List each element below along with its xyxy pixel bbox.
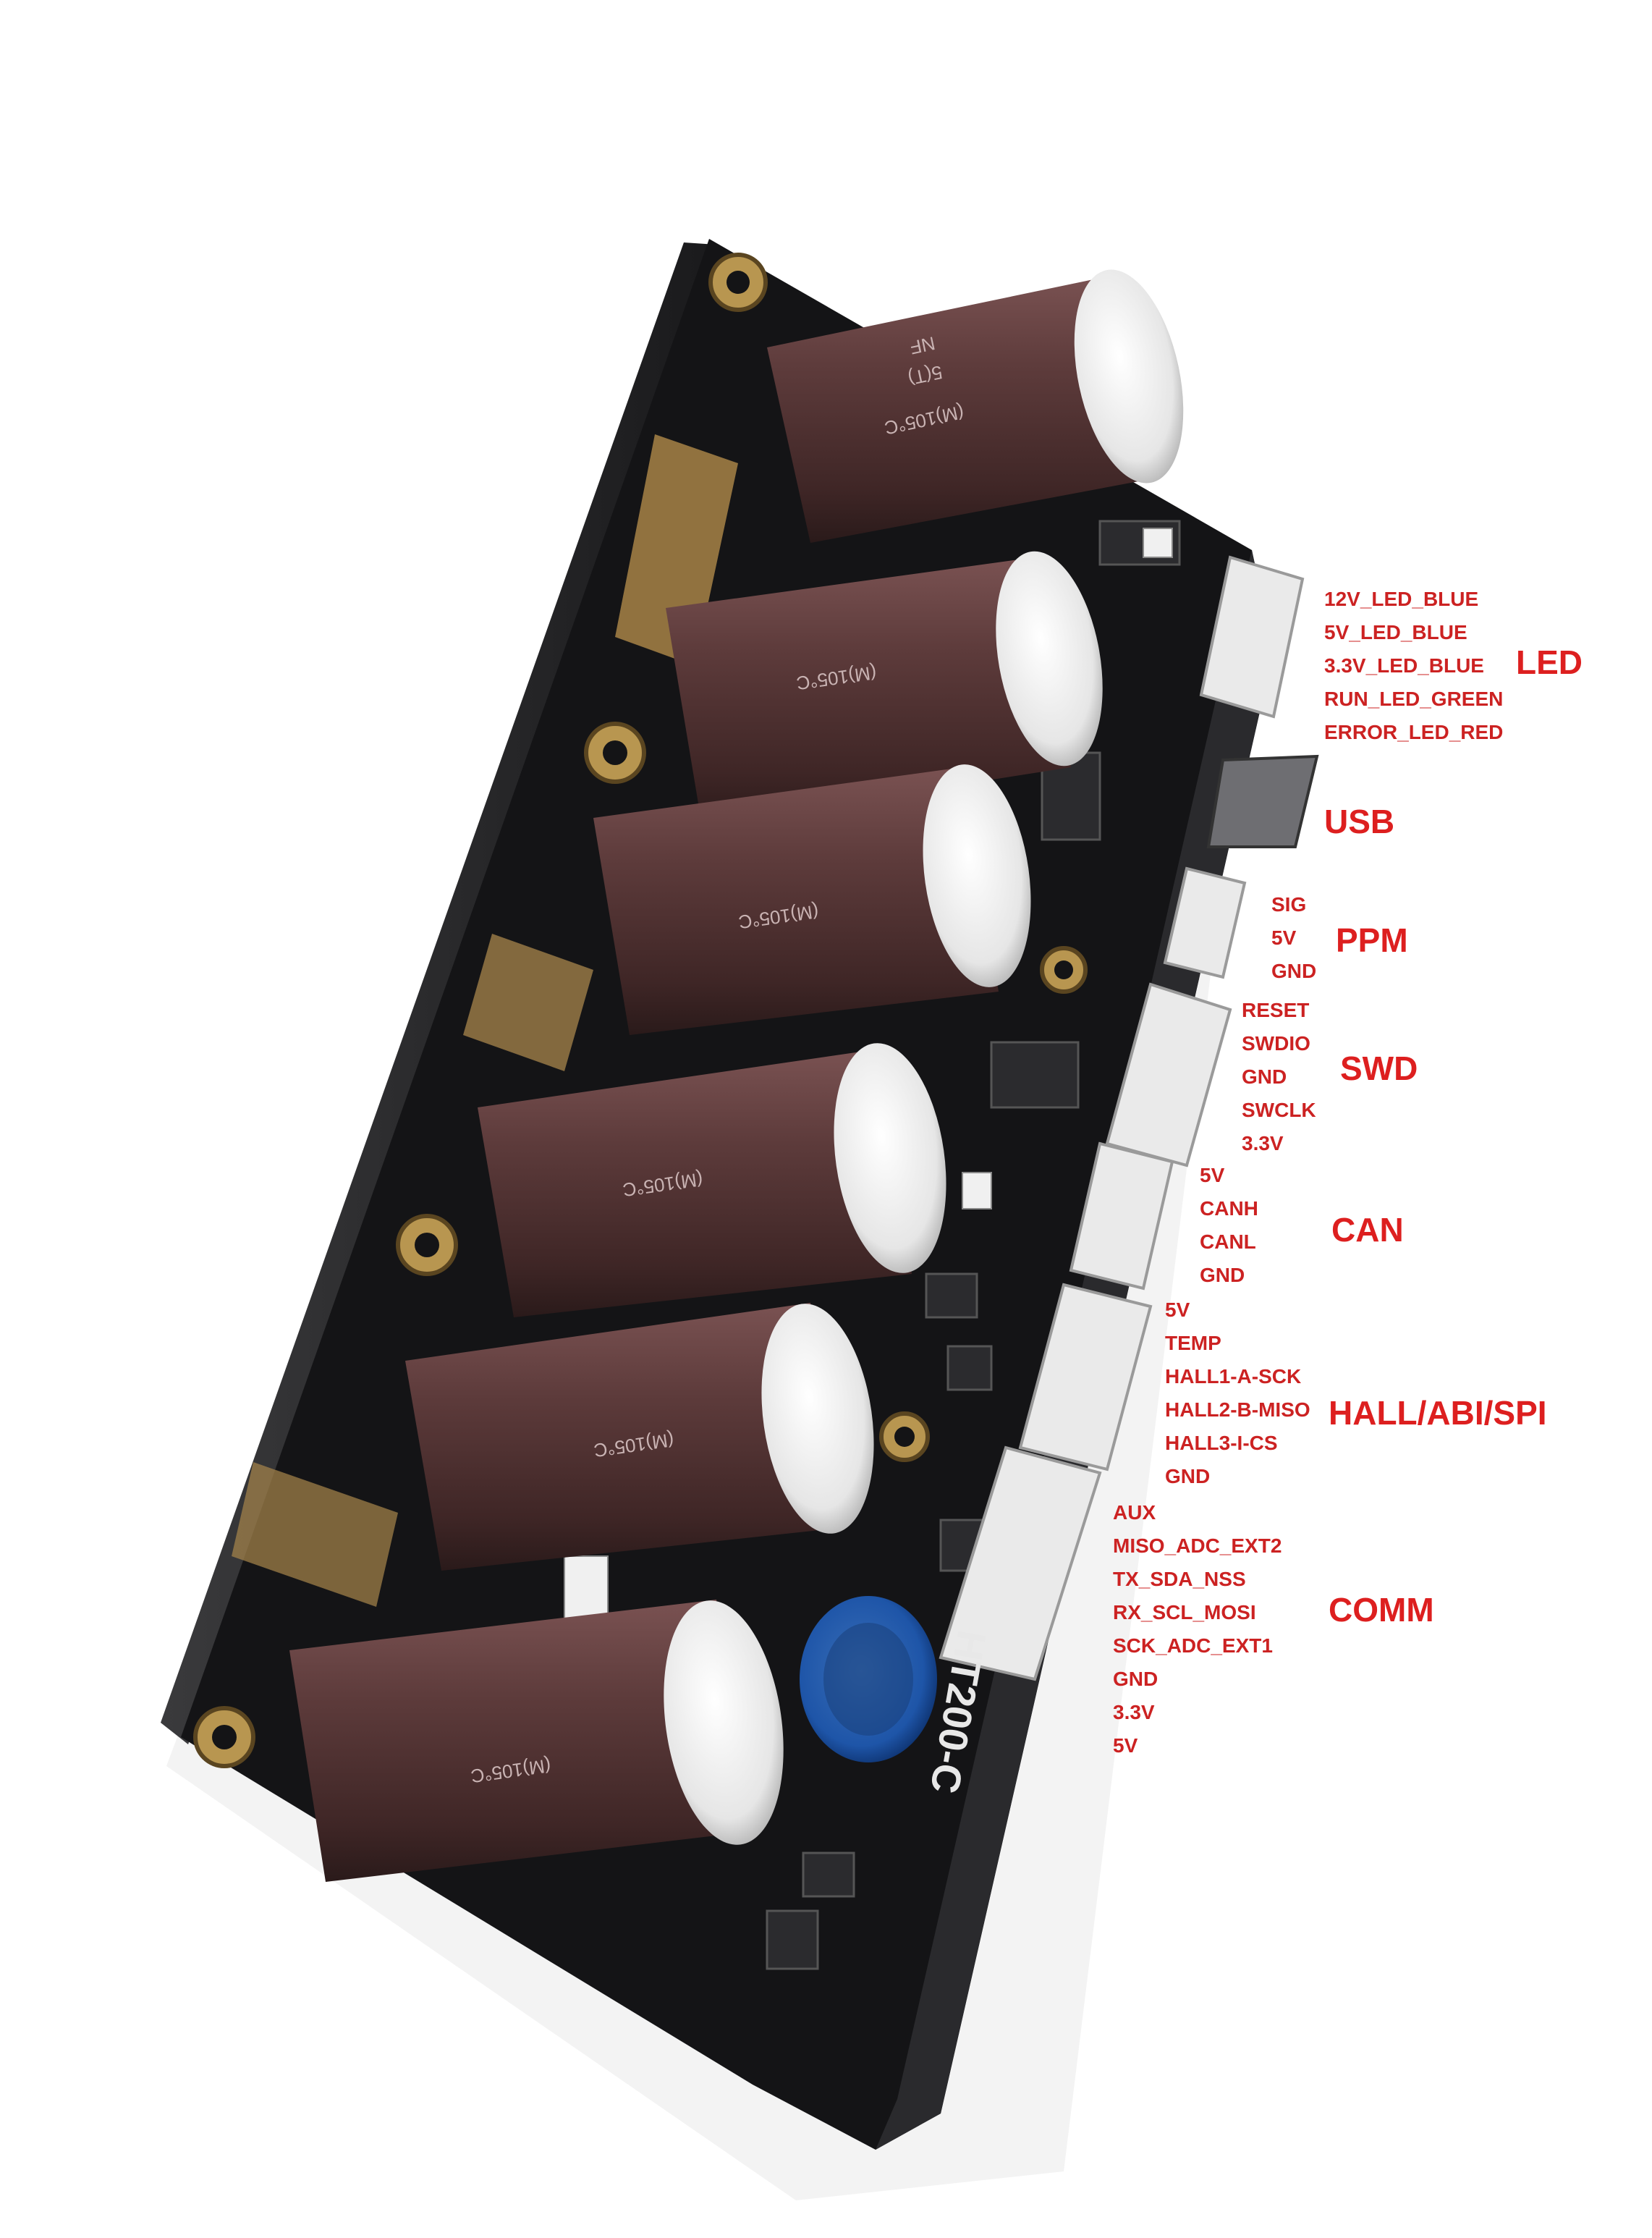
comm-pin-label: TX_SDA_NSS [1113, 1568, 1246, 1590]
led-pin-label: ERROR_LED_RED [1324, 721, 1504, 743]
hall-pin-label: GND [1165, 1465, 1211, 1487]
comm-pin-label: 3.3V [1113, 1701, 1155, 1723]
comm-pin-label: AUX [1113, 1501, 1156, 1524]
capacitor-2 [666, 551, 1103, 825]
comm-pin-label: MISO_ADC_EXT2 [1113, 1534, 1282, 1557]
hall-group-title: HALL/ABI/SPI [1329, 1394, 1547, 1432]
swd-pin-label: SWDIO [1242, 1032, 1310, 1055]
connectors [939, 555, 1305, 1681]
capacitor-4 [478, 1043, 946, 1317]
comm-pin-label: RX_SCL_MOSI [1113, 1601, 1256, 1623]
cap-marking: NF [908, 332, 937, 359]
led-pin-label: 5V_LED_BLUE [1324, 621, 1467, 643]
led-pin-label: 12V_LED_BLUE [1324, 588, 1479, 610]
comm-pin-label: GND [1113, 1668, 1158, 1690]
swd-pin-label: 3.3V [1242, 1132, 1284, 1154]
ppm-pin-label: SIG [1271, 893, 1307, 916]
mounting-hole [193, 253, 1088, 1768]
ppm-pin-label: 5V [1271, 926, 1297, 949]
hall-pin-label: HALL3-I-CS [1165, 1432, 1278, 1454]
led-pin-label: 3.3V_LED_BLUE [1324, 654, 1484, 677]
capacitor-6 [289, 1600, 784, 1882]
swd-pin-label: GND [1242, 1065, 1287, 1088]
hall-pin-label: HALL2-B-MISO [1165, 1398, 1310, 1421]
hall-pin-label: HALL1-A-SCK [1165, 1365, 1302, 1388]
comm-group-title: COMM [1329, 1591, 1434, 1629]
usb-connector [1206, 754, 1319, 848]
capacitor-5 [405, 1303, 874, 1571]
hall-pin-label: TEMP [1165, 1332, 1221, 1354]
usb-group-title: USB [1324, 803, 1395, 840]
capacitor-1 [767, 269, 1184, 543]
swd-pin-label: SWCLK [1242, 1099, 1316, 1121]
can-group-title: CAN [1331, 1211, 1404, 1249]
led-pin-label: RUN_LED_GREEN [1324, 688, 1504, 710]
can-pin-label: GND [1200, 1264, 1245, 1286]
swd-pin-label: RESET [1242, 999, 1310, 1021]
ppm-pin-label: GND [1271, 960, 1317, 982]
comm-pin-label: SCK_ADC_EXT1 [1113, 1634, 1273, 1657]
comm-pin-label: 5V [1113, 1734, 1138, 1757]
ppm-group-title: PPM [1336, 921, 1408, 959]
can-pin-label: 5V [1200, 1164, 1225, 1186]
can-pin-label: CANL [1200, 1230, 1256, 1253]
led-group-title: LED [1516, 643, 1583, 681]
can-pin-label: CANH [1200, 1197, 1258, 1220]
hall-pin-label: 5V [1165, 1299, 1190, 1321]
swd-group-title: SWD [1340, 1050, 1418, 1087]
capacitor-3 [593, 764, 1031, 1035]
